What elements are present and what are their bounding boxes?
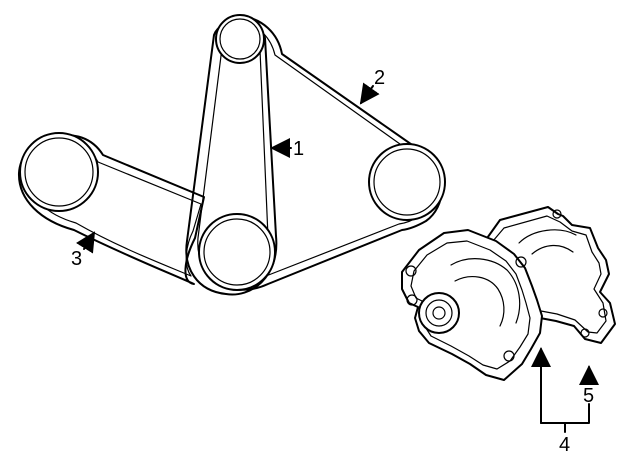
left-pulley bbox=[19, 132, 99, 212]
callout-5: 5 bbox=[583, 385, 594, 407]
callout-1: 1 bbox=[293, 138, 304, 160]
callout-2: 2 bbox=[374, 67, 385, 89]
callout-leaders bbox=[75, 82, 599, 433]
callout-4: 4 bbox=[559, 434, 570, 456]
lower-pulley bbox=[198, 213, 276, 291]
right-pulley bbox=[368, 143, 446, 221]
callout-3: 3 bbox=[71, 248, 82, 270]
water-pump-assembly bbox=[401, 206, 616, 381]
upper-pulley bbox=[215, 14, 265, 64]
